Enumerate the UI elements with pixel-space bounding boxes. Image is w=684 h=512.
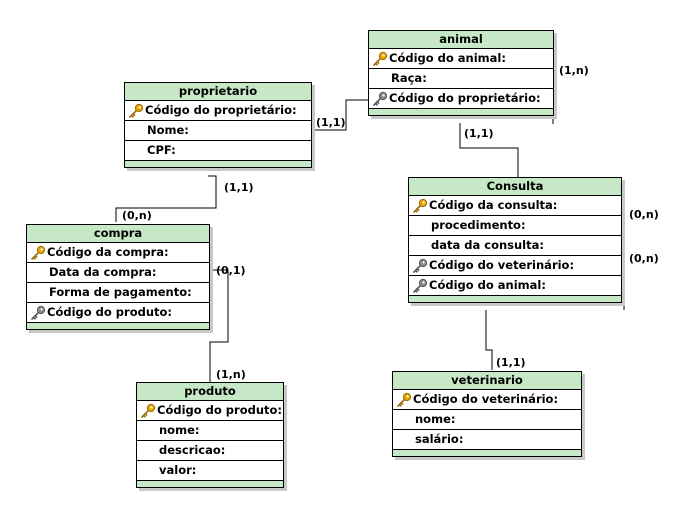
- field-row[interactable]: Raça:: [369, 69, 553, 89]
- entity-title: animal: [369, 31, 553, 49]
- gray-key-icon: [372, 91, 388, 106]
- field-row[interactable]: Código do veterinário:: [409, 256, 621, 276]
- cardinality-label: (0,n): [122, 209, 152, 222]
- field-label: Nome:: [147, 123, 189, 137]
- golden-key-icon: [128, 103, 144, 118]
- field-label: Código do veterinário:: [429, 258, 575, 272]
- field-label: descricao:: [159, 443, 226, 457]
- field-row[interactable]: Código do produto:: [137, 401, 283, 421]
- field-row[interactable]: CPF:: [125, 141, 311, 161]
- gray-key-icon: [412, 258, 428, 273]
- field-label: Código do animal:: [389, 51, 506, 65]
- field-label: nome:: [415, 412, 456, 426]
- cardinality-label: (1,1): [496, 356, 526, 369]
- field-label: salário:: [415, 432, 464, 446]
- field-label: Código da compra:: [47, 245, 169, 259]
- entity-veterinario[interactable]: veterinario Código do veterinário: nome:…: [392, 371, 582, 457]
- field-label: data da consulta:: [431, 238, 544, 252]
- entity-consulta[interactable]: Consulta Código da consulta: procediment…: [408, 177, 622, 303]
- field-label: Código da consulta:: [429, 198, 558, 212]
- field-row[interactable]: Código do proprietário:: [369, 89, 553, 109]
- entity-footer: [393, 450, 581, 456]
- cardinality-label: (1,n): [216, 368, 246, 381]
- field-row[interactable]: valor:: [137, 461, 283, 481]
- field-row[interactable]: Código do veterinário:: [393, 390, 581, 410]
- cardinality-label: (1,1): [464, 127, 494, 140]
- field-row[interactable]: Código do proprietário:: [125, 101, 311, 121]
- link-compra-produto: [208, 269, 229, 382]
- golden-key-icon: [30, 245, 46, 260]
- field-label: nome:: [159, 423, 200, 437]
- field-label: Código do veterinário:: [413, 392, 559, 406]
- field-label: Data da compra:: [49, 265, 157, 279]
- field-label: Forma de pagamento:: [49, 285, 192, 299]
- cardinality-label: (0,1): [216, 264, 246, 277]
- link-animal-consulta: [459, 123, 519, 178]
- field-label: valor:: [159, 463, 197, 477]
- entity-proprietario[interactable]: proprietario Código do proprietário: Nom…: [124, 82, 312, 168]
- entity-animal[interactable]: animal Código do animal: Raça: Código do…: [368, 30, 554, 116]
- field-row[interactable]: nome:: [137, 421, 283, 441]
- golden-key-icon: [140, 403, 156, 418]
- field-label: Código do produto:: [157, 403, 283, 417]
- cardinality-label: (0,n): [629, 208, 659, 221]
- field-row[interactable]: Código da consulta:: [409, 196, 621, 216]
- field-label: Código do proprietário:: [389, 91, 541, 105]
- field-row[interactable]: Código da compra:: [27, 243, 209, 263]
- field-row[interactable]: Data da compra:: [27, 263, 209, 283]
- gray-key-icon: [412, 278, 428, 293]
- golden-key-icon: [396, 392, 412, 407]
- entity-title: compra: [27, 225, 209, 243]
- field-label: Raça:: [391, 71, 427, 85]
- entity-footer: [369, 109, 553, 115]
- field-row[interactable]: salário:: [393, 430, 581, 450]
- field-row[interactable]: Código do produto:: [27, 303, 209, 323]
- cardinality-label: (1,n): [559, 64, 589, 77]
- field-label: procedimento:: [431, 218, 526, 232]
- link-proprietario-animal: [311, 99, 368, 131]
- field-label: Código do animal:: [429, 278, 546, 292]
- entity-compra[interactable]: compra Código da compra: Data da compra:…: [26, 224, 210, 330]
- entity-title: produto: [137, 383, 283, 401]
- link-consulta-veterinario: [485, 310, 493, 370]
- field-row[interactable]: descricao:: [137, 441, 283, 461]
- field-label: CPF:: [147, 143, 176, 157]
- golden-key-icon: [372, 51, 388, 66]
- entity-footer: [409, 296, 621, 302]
- field-row[interactable]: Código do animal:: [369, 49, 553, 69]
- entity-footer: [125, 161, 311, 167]
- field-row[interactable]: procedimento:: [409, 216, 621, 236]
- field-label: Código do produto:: [47, 305, 173, 319]
- field-label: Código do proprietário:: [145, 103, 297, 117]
- field-row[interactable]: Nome:: [125, 121, 311, 141]
- field-row[interactable]: Forma de pagamento:: [27, 283, 209, 303]
- entity-title: Consulta: [409, 178, 621, 196]
- gray-key-icon: [30, 305, 46, 320]
- link-proprietario-compra: [115, 175, 217, 222]
- cardinality-label: (0,n): [629, 252, 659, 265]
- field-row[interactable]: data da consulta:: [409, 236, 621, 256]
- cardinality-label: (1,1): [316, 116, 346, 129]
- entity-footer: [27, 323, 209, 329]
- entity-produto[interactable]: produto Código do produto: nome: descric…: [136, 382, 284, 488]
- entity-title: proprietario: [125, 83, 311, 101]
- entity-title: veterinario: [393, 372, 581, 390]
- golden-key-icon: [412, 198, 428, 213]
- field-row[interactable]: nome:: [393, 410, 581, 430]
- cardinality-label: (1,1): [224, 181, 254, 194]
- entity-footer: [137, 481, 283, 487]
- field-row[interactable]: Código do animal:: [409, 276, 621, 296]
